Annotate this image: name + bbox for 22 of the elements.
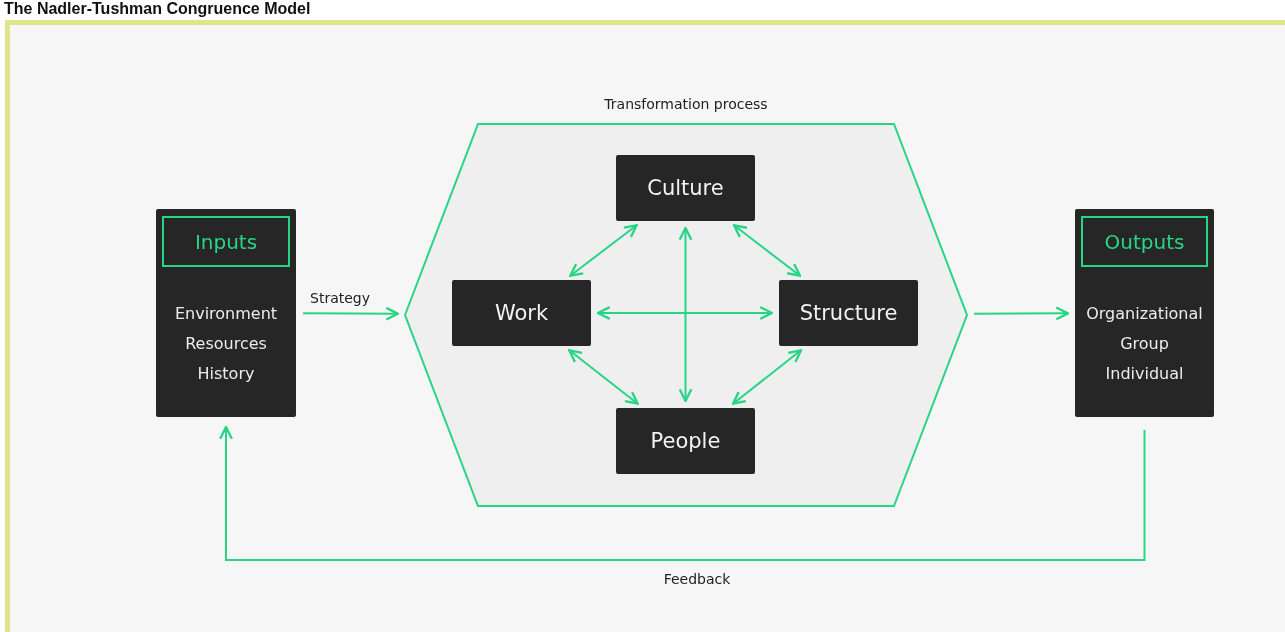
arrow <box>596 306 774 320</box>
stage-panel <box>1075 209 1214 417</box>
stage-panel <box>156 209 296 417</box>
component-box: Culture <box>616 155 755 221</box>
stage-heading: Outputs <box>1081 216 1208 267</box>
component-box: People <box>616 408 755 474</box>
process-heading: Transformation process <box>603 95 769 114</box>
arrow <box>302 306 400 321</box>
arrow <box>731 349 803 405</box>
arrow <box>732 224 802 277</box>
arrow <box>973 306 1070 321</box>
stage-items: Environment Resources History <box>173 303 279 385</box>
arrow <box>678 226 693 403</box>
arrow <box>568 349 639 405</box>
component-box: Work <box>452 280 591 346</box>
edge-label: Strategy <box>307 290 373 306</box>
stage-heading: Inputs <box>162 216 290 267</box>
component-box: Structure <box>779 280 918 346</box>
stage-items: Organizational Group Individual <box>1085 303 1204 385</box>
diagram-title: The Nadler-Tushman Congruence Model <box>4 0 311 18</box>
arrow <box>569 224 638 277</box>
arrow <box>219 425 1146 561</box>
